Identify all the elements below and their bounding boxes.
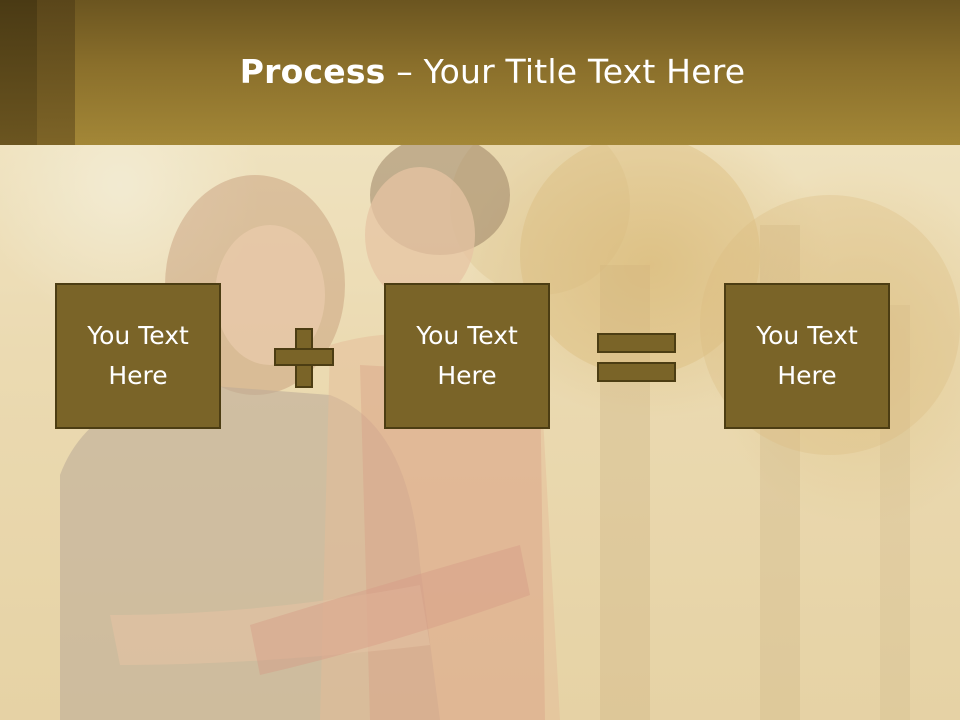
process-box-3[interactable]: You Text Here (724, 283, 890, 429)
process-box-2[interactable]: You Text Here (384, 283, 550, 429)
title-rest-part: – Your Title Text Here (385, 52, 746, 91)
header-accent-mid (37, 0, 75, 145)
title-bold-part: Process (239, 52, 386, 91)
plus-center (297, 350, 311, 364)
header-accent-dark (0, 0, 37, 145)
header-band (0, 0, 960, 145)
process-box-1-label: You Text Here (87, 321, 189, 390)
process-box-1[interactable]: You Text Here (55, 283, 221, 429)
process-box-2-label: You Text Here (416, 321, 518, 390)
slide-title: Process – Your Title Text Here (0, 52, 960, 91)
equals-bottom-bar (597, 362, 676, 382)
process-box-3-label: You Text Here (756, 321, 858, 390)
photo-wash-overlay (0, 145, 960, 720)
equals-top-bar (597, 333, 676, 353)
